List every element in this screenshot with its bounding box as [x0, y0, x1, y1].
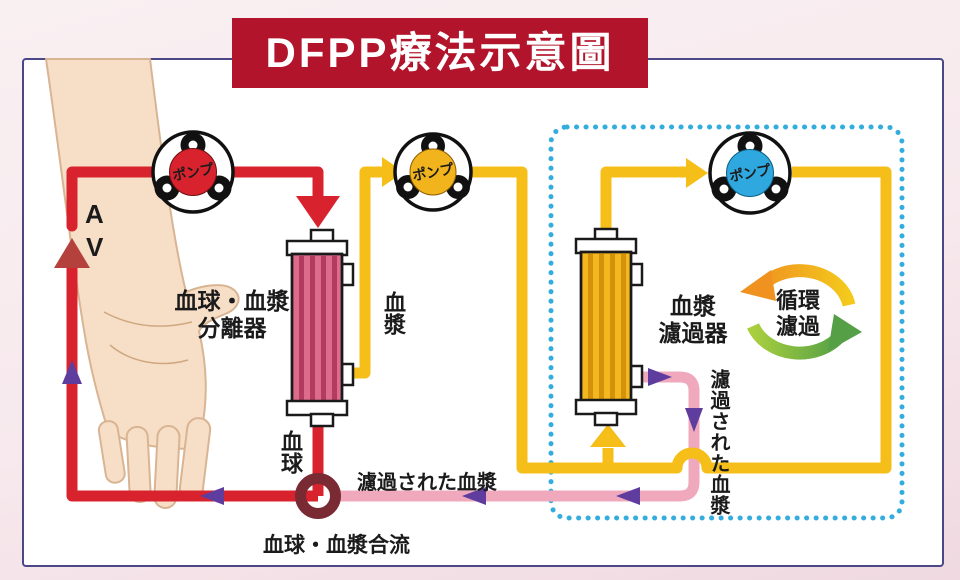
circulation-dotted-box [548, 124, 905, 521]
circulation-label-line2: 濾過 [775, 314, 820, 339]
separator-label: 血球・血漿 分離器 [157, 288, 307, 342]
separator-label-line1: 血球・血漿 [174, 288, 290, 314]
plasma-filter-device [574, 227, 644, 427]
plasma-filter-label-line1: 血漿 [670, 293, 716, 319]
filtered-plasma-line [332, 371, 700, 502]
plasma-arrowheads [382, 157, 708, 447]
blood-arrow-into-separator [296, 196, 340, 228]
plasma-filter-label-line2: 濾過器 [658, 320, 728, 346]
vein-return-arrowhead [54, 238, 90, 268]
filtered-plasma-horizontal-label: 濾過された血漿 [357, 472, 497, 494]
circulation-pump [708, 131, 792, 215]
artery-label: A [85, 199, 104, 229]
vein-label: V [86, 232, 104, 262]
circulation-filtration-icon [740, 264, 862, 360]
filtered-plasma-vertical-label: 濾過された血漿 [707, 369, 729, 516]
title-banner: DFPP療法示意圖 [232, 18, 648, 88]
blood-cells-flow-label: 血球 [278, 430, 303, 474]
page-title: DFPP療法示意圖 [265, 29, 615, 76]
circulation-label-line1: 循環 [775, 288, 820, 313]
plasma-flow-label: 血漿 [381, 291, 406, 335]
plasma-filter-label: 血漿 濾過器 [618, 293, 768, 347]
flow-direction-arrows [62, 360, 703, 505]
separator-label-line2: 分離器 [197, 315, 267, 341]
patient-arm-illustration [45, 58, 240, 509]
confluence-junction-ring [295, 473, 341, 519]
circulation-filtration-label: 循環 濾過 [766, 288, 830, 340]
blood-pump [151, 130, 235, 214]
separator-device [285, 228, 355, 428]
plasma-pump [393, 132, 473, 212]
plasma-lines [350, 166, 892, 474]
confluence-label: 血球・血漿合流 [263, 534, 410, 557]
